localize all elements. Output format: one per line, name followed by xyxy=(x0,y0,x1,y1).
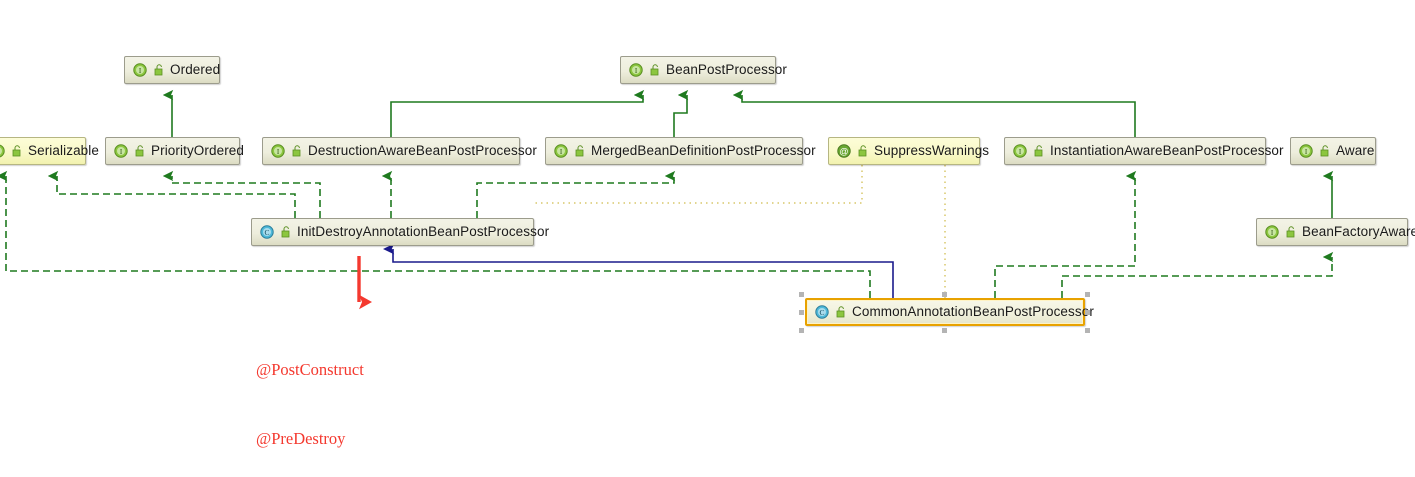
interface-icon: I xyxy=(113,143,129,159)
interface-icon: I xyxy=(553,143,569,159)
node-label: Ordered xyxy=(170,62,221,78)
visibility-public-icon xyxy=(833,304,849,320)
visibility-public-icon xyxy=(289,143,305,159)
note-line-2: @PreDestroy xyxy=(256,429,346,448)
node-label: SuppressWarnings xyxy=(874,143,990,159)
node-mergedbeandefinitionpostprocessor[interactable]: I MergedBeanDefinitionPostProcessor xyxy=(545,137,816,165)
node-destructionawarebeanpostprocessor[interactable]: I DestructionAwareBeanPostProcessor xyxy=(262,137,537,165)
node-ordered[interactable]: I Ordered xyxy=(124,56,220,84)
svg-text:@: @ xyxy=(839,147,848,157)
svg-text:I: I xyxy=(1019,148,1022,156)
node-aware[interactable]: I Aware xyxy=(1290,137,1376,165)
node-suppresswarnings[interactable]: @ SuppressWarnings xyxy=(828,137,989,165)
node-label: BeanPostProcessor xyxy=(666,62,788,78)
interface-icon: I xyxy=(1264,224,1280,240)
selection-handle-w[interactable] xyxy=(799,310,804,315)
svg-text:I: I xyxy=(277,148,280,156)
node-label: BeanFactoryAware xyxy=(1302,224,1415,240)
class-icon: C xyxy=(814,304,830,320)
visibility-public-icon xyxy=(9,143,25,159)
node-label: InitDestroyAnnotationBeanPostProcessor xyxy=(297,224,550,240)
svg-text:I: I xyxy=(560,148,563,156)
interface-icon: I xyxy=(1298,143,1314,159)
edge-group-dashed-implements xyxy=(0,170,1334,298)
note-line-1: @PostConstruct xyxy=(256,360,364,379)
node-commonannotationbeanpostprocessor[interactable]: C CommonAnnotationBeanPostProcessor xyxy=(805,298,1094,326)
annotation-note: @PostConstruct @PreDestroy 两个注解起作用的原因 xyxy=(256,312,411,477)
node-label: PriorityOrdered xyxy=(151,143,245,159)
node-label: Serializable xyxy=(28,143,99,159)
selection-handle-e[interactable] xyxy=(1085,310,1090,315)
interface-icon: I xyxy=(628,62,644,78)
interface-icon: I xyxy=(270,143,286,159)
node-instantiationawarebeanpostprocessor[interactable]: I InstantiationAwareBeanPostProcessor xyxy=(1004,137,1284,165)
node-label: InstantiationAwareBeanPostProcessor xyxy=(1050,143,1284,159)
visibility-public-icon xyxy=(278,224,294,240)
interface-icon: I xyxy=(1012,143,1028,159)
node-beanpostprocessor[interactable]: I BeanPostProcessor xyxy=(620,56,787,84)
interface-icon: I xyxy=(0,143,6,159)
edge-group-dotted-annotation xyxy=(534,165,946,298)
node-label: MergedBeanDefinitionPostProcessor xyxy=(591,143,816,159)
visibility-public-icon xyxy=(1283,224,1299,240)
visibility-public-icon xyxy=(1031,143,1047,159)
visibility-public-icon xyxy=(572,143,588,159)
class-icon: C xyxy=(259,224,275,240)
selection-handle-s[interactable] xyxy=(942,328,947,333)
svg-text:I: I xyxy=(139,67,142,75)
visibility-public-icon xyxy=(151,62,167,78)
selection-handle-se[interactable] xyxy=(1085,328,1090,333)
selection-handle-nw[interactable] xyxy=(799,292,804,297)
node-beanfactoryaware[interactable]: I BeanFactoryAware xyxy=(1256,218,1415,246)
node-initdestroyannotationbeanpostprocessor[interactable]: C InitDestroyAnnotationBeanPostProcessor xyxy=(251,218,549,246)
visibility-public-icon xyxy=(1317,143,1333,159)
node-label: CommonAnnotationBeanPostProcessor xyxy=(852,304,1094,320)
node-serializable[interactable]: I Serializable xyxy=(0,137,99,165)
visibility-public-icon xyxy=(132,143,148,159)
svg-text:I: I xyxy=(1271,229,1274,237)
svg-text:C: C xyxy=(819,308,824,317)
node-label: DestructionAwareBeanPostProcessor xyxy=(308,143,537,159)
selection-handle-sw[interactable] xyxy=(799,328,804,333)
annotation-icon: @ xyxy=(836,143,852,159)
svg-text:I: I xyxy=(1305,148,1308,156)
interface-icon: I xyxy=(132,62,148,78)
svg-text:I: I xyxy=(635,67,638,75)
node-label: Aware xyxy=(1336,143,1375,159)
edge-group-solid-extends xyxy=(162,89,1334,218)
selection-handle-ne[interactable] xyxy=(1085,292,1090,297)
svg-text:C: C xyxy=(264,228,269,237)
visibility-public-icon xyxy=(647,62,663,78)
selection-handle-n[interactable] xyxy=(942,292,947,297)
visibility-public-icon xyxy=(855,143,871,159)
edge-group-solid-inheritance xyxy=(383,243,894,298)
svg-text:I: I xyxy=(120,148,123,156)
node-priorityordered[interactable]: I PriorityOrdered xyxy=(105,137,244,165)
